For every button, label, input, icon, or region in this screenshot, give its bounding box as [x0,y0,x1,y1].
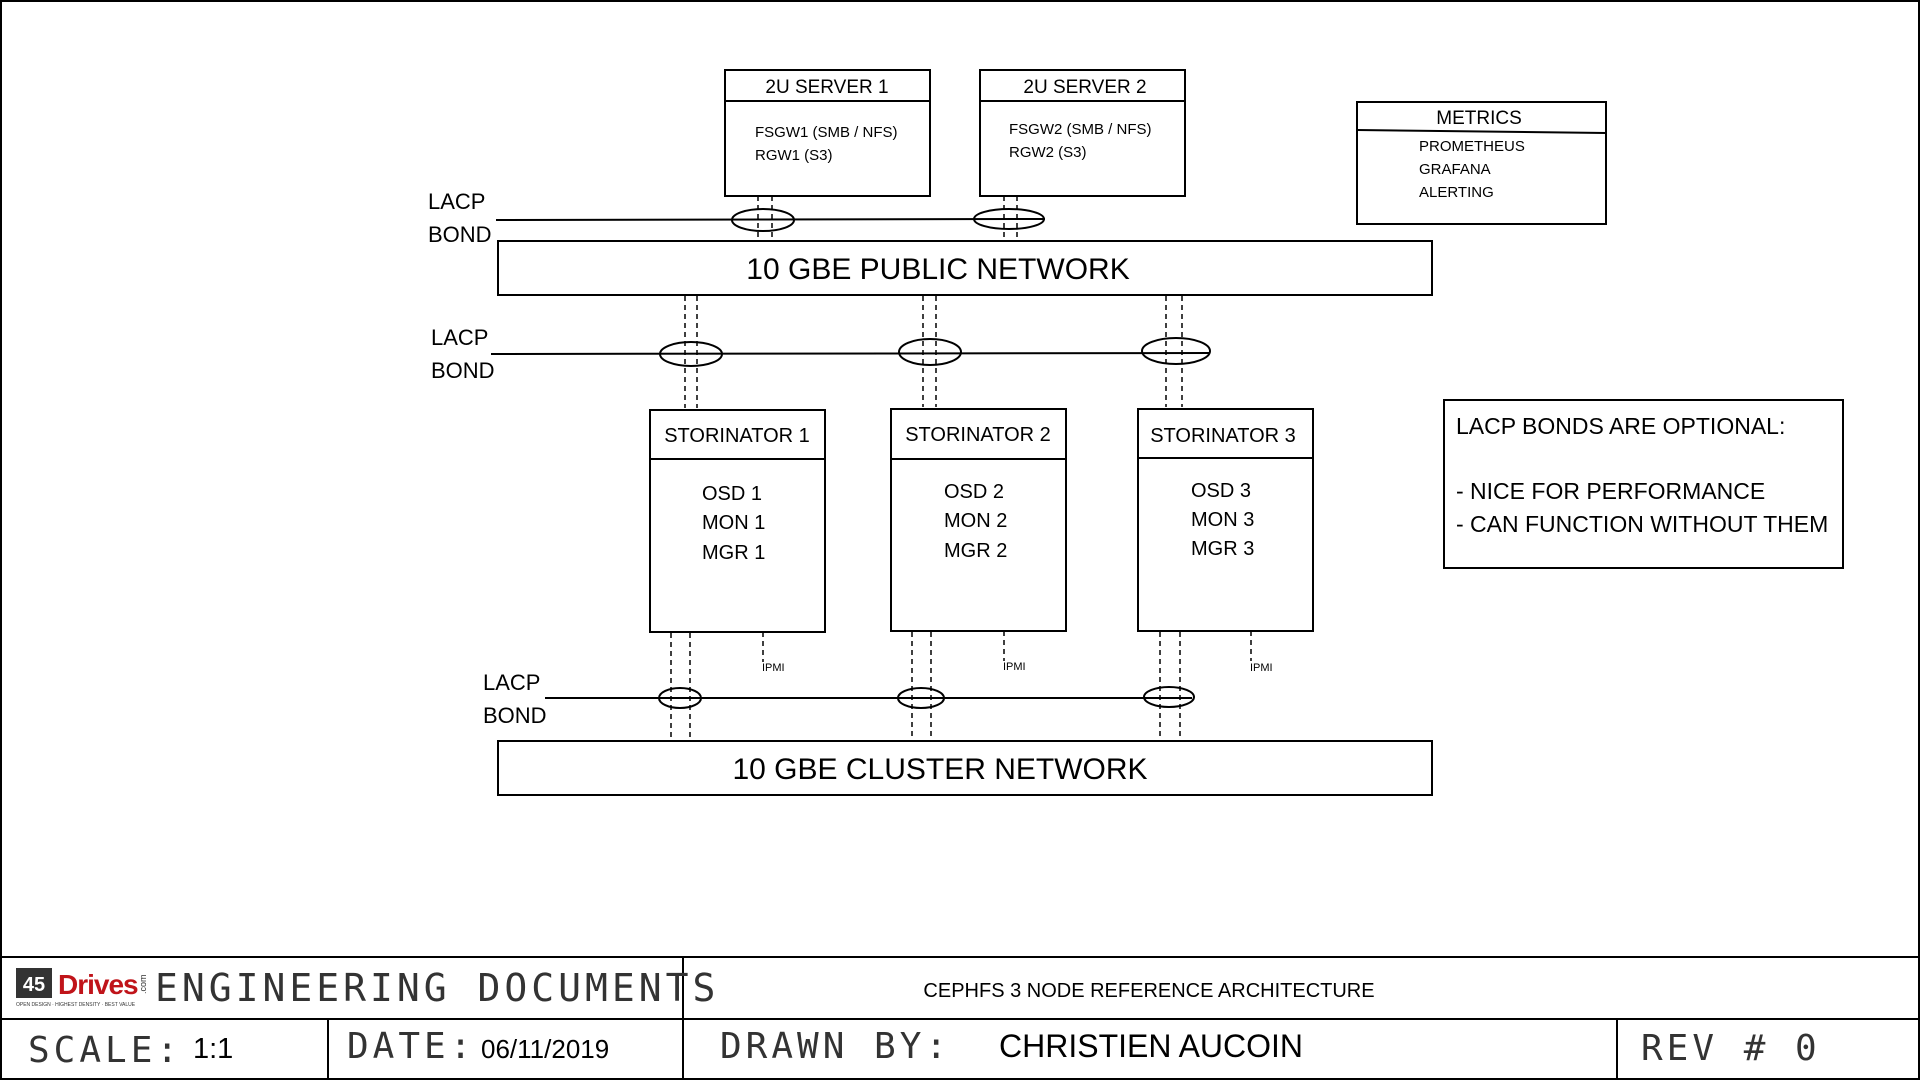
storinator-1-line-1: OSD 1 [702,483,762,505]
metrics-line-3: ALERTING [1419,184,1494,201]
storinator-3-box: STORINATOR 3 OSD 3 MON 3 MGR 3 [1137,408,1314,632]
cluster-network-bar: 10 GBE CLUSTER NETWORK [497,740,1433,796]
note-title: LACP BONDS ARE OPTIONAL: [1456,413,1785,439]
public-network-label: 10 GBE PUBLIC NETWORK [746,253,1129,286]
server-1-line-2: RGW1 (S3) [755,147,833,164]
note-item-2: - CAN FUNCTION WITHOUT THEM [1456,511,1828,537]
engineering-documents-heading: ENGINEERING DOCUMENTS [155,966,719,1010]
document-title: CEPHFS 3 NODE REFERENCE ARCHITECTURE [923,980,1374,1002]
storinator-3-line-3: MGR 3 [1191,538,1254,560]
title-block: 45 Drives .com OPEN DESIGN · HIGHEST DEN… [1,956,1919,1079]
lacp-bond-3-line1: LACP [483,670,540,695]
drawn-by-label: DRAWN BY: [720,1026,951,1067]
scale-value: 1:1 [193,1033,233,1065]
metrics-title: METRICS [1436,108,1522,129]
note-item-1: - NICE FOR PERFORMANCE [1456,478,1765,504]
server-2-box: 2U SERVER 2 FSGW2 (SMB / NFS) RGW2 (S3) [979,69,1186,197]
storinator-1-line-2: MON 1 [702,512,765,534]
svg-text:Drives: Drives [58,969,138,1000]
metrics-line-2: GRAFANA [1419,161,1491,178]
cluster-network-label: 10 GBE CLUSTER NETWORK [732,753,1147,786]
ipmi-label-3: IPMI [1250,662,1273,674]
company-logo: 45 Drives .com OPEN DESIGN · HIGHEST DEN… [16,968,148,1008]
server-1-line-1: FSGW1 (SMB / NFS) [755,124,898,141]
lacp-bond-3: LACP BOND [483,632,1195,740]
storinator-1-line-3: MGR 1 [702,542,765,564]
svg-text:45: 45 [23,974,45,996]
storinator-3-line-1: OSD 3 [1191,480,1251,502]
storinator-2-line-1: OSD 2 [944,481,1004,503]
storinator-2-title: STORINATOR 2 [905,424,1051,446]
lacp-bond-2-line1: LACP [431,325,488,350]
metrics-line-1: PROMETHEUS [1419,138,1525,155]
revision-label: REV # 0 [1641,1028,1821,1069]
ipmi-connectors: IPMI IPMI IPMI [762,631,1273,674]
date-label: DATE: [347,1026,475,1067]
storinator-2-line-2: MON 2 [944,510,1007,532]
lacp-note-box: LACP BONDS ARE OPTIONAL: - NICE FOR PERF… [1443,399,1844,569]
lacp-bond-2-line2: BOND [431,358,495,383]
svg-text:OPEN DESIGN · HIGHEST DENSITY: OPEN DESIGN · HIGHEST DENSITY · BEST VAL… [16,1002,136,1008]
server-2-title: 2U SERVER 2 [1023,77,1146,98]
metrics-box: METRICS PROMETHEUS GRAFANA ALERTING [1356,101,1607,225]
ipmi-label-1: IPMI [762,662,785,674]
drawn-by-value: CHRISTIEN AUCOIN [999,1028,1303,1064]
storinator-1-box: STORINATOR 1 OSD 1 MON 1 MGR 1 [649,409,826,633]
lacp-bond-2: LACP BOND [431,296,1211,408]
ipmi-label-2: IPMI [1003,661,1026,673]
lacp-bond-3-line2: BOND [483,703,547,728]
lacp-bond-1-line2: BOND [428,222,492,247]
scale-label: SCALE: [28,1030,182,1071]
server-2-line-2: RGW2 (S3) [1009,144,1087,161]
server-1-title: 2U SERVER 1 [765,77,888,98]
storinator-2-box: STORINATOR 2 OSD 2 MON 2 MGR 2 [890,408,1067,632]
server-1-box: 2U SERVER 1 FSGW1 (SMB / NFS) RGW1 (S3) [724,69,931,197]
lacp-bond-1: LACP BOND [428,189,1046,247]
date-value: 06/11/2019 [481,1034,609,1064]
public-network-bar: 10 GBE PUBLIC NETWORK [497,240,1433,296]
svg-text:.com: .com [138,974,148,994]
server-2-line-1: FSGW2 (SMB / NFS) [1009,121,1152,138]
storinator-1-title: STORINATOR 1 [664,425,810,447]
storinator-2-line-3: MGR 2 [944,540,1007,562]
lacp-bond-1-line1: LACP [428,189,485,214]
storinator-3-line-2: MON 3 [1191,509,1254,531]
storinator-3-title: STORINATOR 3 [1150,425,1296,447]
